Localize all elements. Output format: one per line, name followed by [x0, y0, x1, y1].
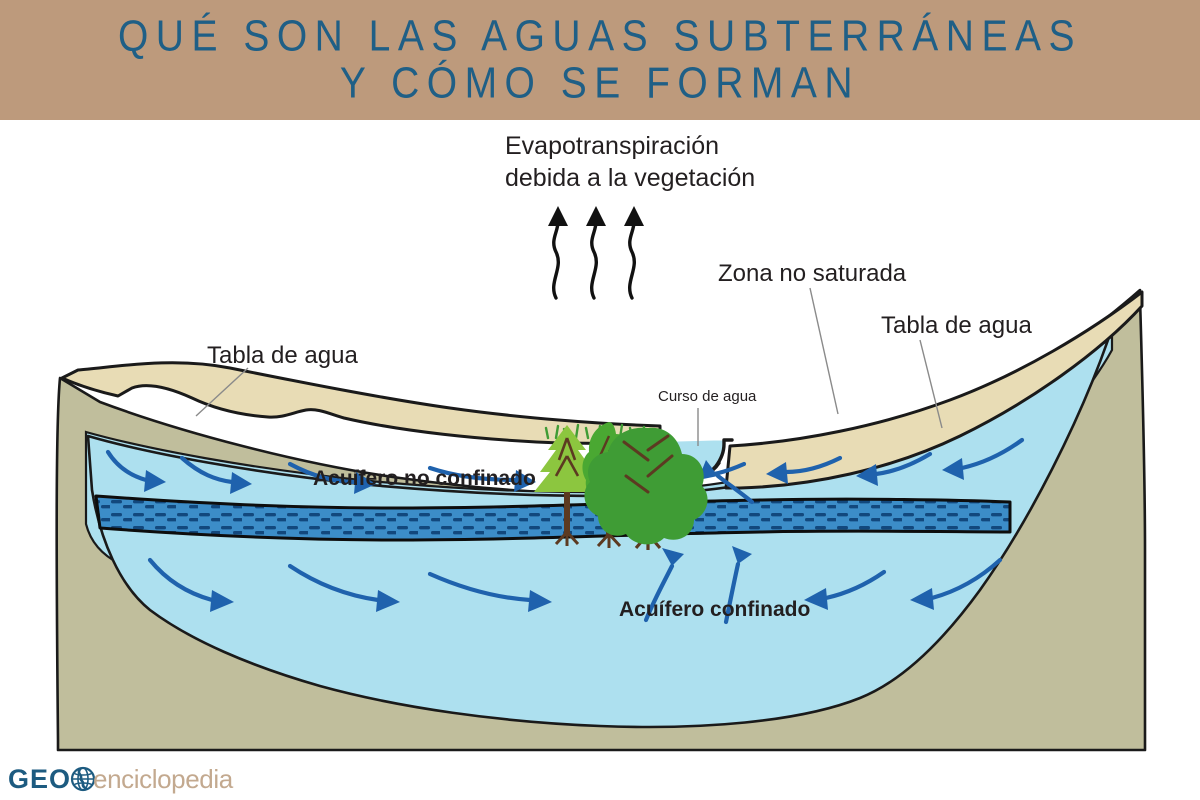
- logo-word-text: enciclopedia: [93, 763, 233, 794]
- evapotranspiration-arrows: [552, 220, 636, 300]
- tree-deciduous-right: [584, 427, 708, 550]
- cross-section-illustration: [55, 206, 1147, 752]
- label-evapotranspiration: Evapotranspiración debida a la vegetació…: [505, 130, 755, 194]
- logo-geo-text: GEO: [8, 763, 72, 794]
- header-banner: QUÉ SON LAS AGUAS SUBTERRÁNEAS Y CÓMO SE…: [0, 0, 1200, 120]
- tree-conifer-left: [534, 425, 600, 546]
- label-unconfined-aquifer: Acuífero no confinado: [313, 467, 536, 490]
- flow-arrows-confined: [147, 557, 1003, 625]
- label-water-table-right: Tabla de agua: [881, 312, 1032, 339]
- page-title-line-2: Y CÓMO SE FORMAN: [339, 59, 861, 108]
- evapotranspiration-arrow-heads: [548, 206, 644, 226]
- label-water-table-left: Tabla de agua: [207, 342, 358, 369]
- label-evapotranspiration-line2: debida a la vegetación: [505, 164, 756, 192]
- flow-arrow-heads-confined: [210, 546, 934, 612]
- label-evapotranspiration-line1: Evapotranspiración: [505, 132, 720, 160]
- page-title-line-1: QUÉ SON LAS AGUAS SUBTERRÁNEAS: [117, 12, 1083, 61]
- groundwater-diagram: Evapotranspiración debida a la vegetació…: [0, 120, 1200, 760]
- site-logo[interactable]: GEO enciclopedia: [8, 764, 233, 794]
- label-unsaturated-zone: Zona no saturada: [718, 260, 907, 287]
- label-stream: Curso de agua: [658, 388, 757, 405]
- footer: GEO enciclopedia: [0, 760, 1200, 800]
- leader-lines: [195, 287, 943, 446]
- label-confined-aquifer: Acuífero confinado: [619, 598, 811, 621]
- globe-icon: [70, 766, 96, 792]
- confining-layer: [94, 494, 1012, 542]
